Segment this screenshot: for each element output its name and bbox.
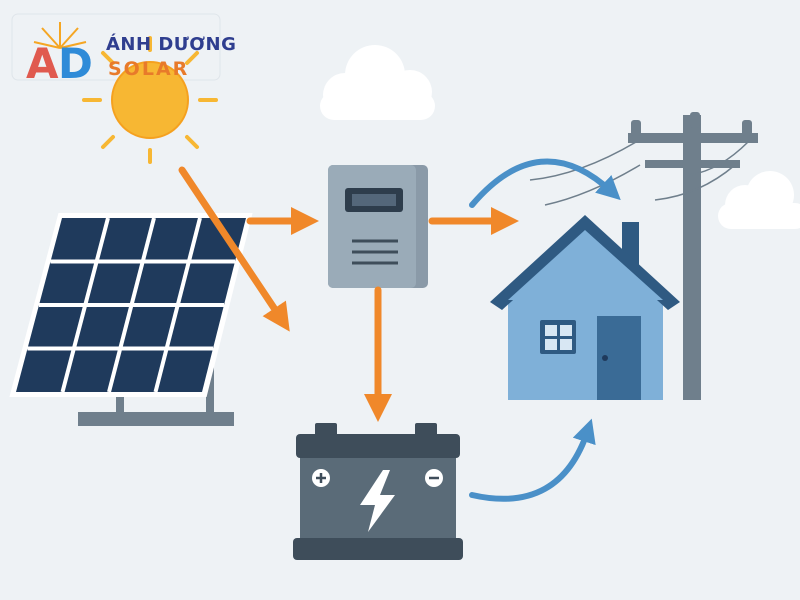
sunburst-logo-icon <box>33 22 87 49</box>
grid-arrows <box>469 158 621 502</box>
arrow-sun-to-panel <box>178 166 290 332</box>
solar-panel-icon <box>9 213 253 426</box>
cloud-icon <box>320 45 435 120</box>
cloud-icon <box>718 171 800 229</box>
brand-subtitle: SOLAR <box>108 58 190 80</box>
power-pole-icon <box>529 112 758 400</box>
logo-mark-a: A <box>26 39 59 88</box>
arrow-battery-to-house <box>469 418 596 502</box>
battery-icon <box>293 423 463 560</box>
house-icon <box>490 215 680 400</box>
lightning-icon <box>360 470 395 532</box>
brand-name: ÁNH DƯƠNG <box>106 34 237 55</box>
sun-icon <box>82 36 218 164</box>
inverter-icon <box>328 165 428 288</box>
brand-logo: A D <box>11 13 221 88</box>
panel-grid-line <box>153 217 202 393</box>
logo-mark-d: D <box>58 39 93 88</box>
arrow-grid-to-house <box>469 158 621 208</box>
flow-arrows <box>178 166 519 422</box>
